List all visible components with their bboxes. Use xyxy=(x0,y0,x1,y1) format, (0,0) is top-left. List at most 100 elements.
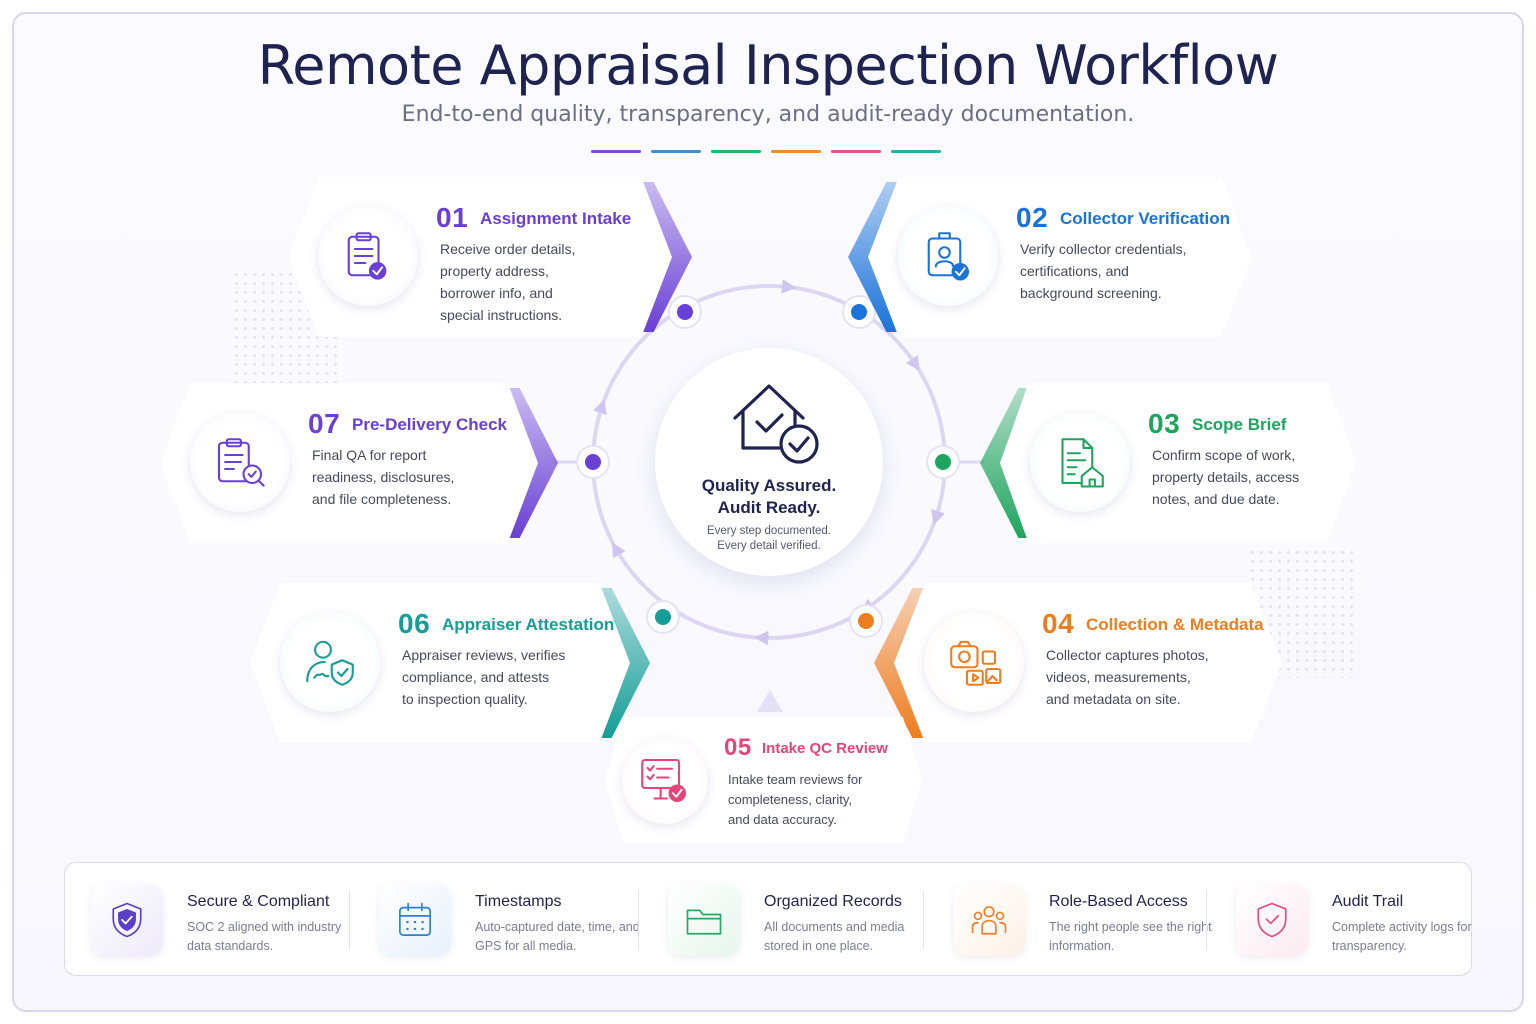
cycle-arrowhead xyxy=(931,509,945,525)
color-dash xyxy=(591,150,641,153)
step-icon-badge xyxy=(280,612,380,712)
step-description-line: and data accuracy. xyxy=(728,812,837,827)
center-summary: Quality Assured. Audit Ready. Every step… xyxy=(655,348,883,576)
feature-icon-tile xyxy=(1236,884,1308,956)
step-description-line: borrower info, and xyxy=(440,285,553,301)
people-icon xyxy=(971,906,1007,935)
feature-title: Timestamps xyxy=(475,893,562,910)
step-description-line: Final QA for report xyxy=(312,447,427,463)
shield-audit-icon xyxy=(1257,902,1287,938)
step-icon-badge xyxy=(318,206,418,306)
step-description-line: to inspection quality. xyxy=(402,691,528,707)
step-number: 06 xyxy=(398,608,431,639)
feature-icon-tile xyxy=(91,884,163,956)
feature-divider xyxy=(1206,891,1207,949)
step-description-line: completeness, clarity, xyxy=(728,792,853,807)
feature-divider xyxy=(349,891,350,949)
cycle-node-03 xyxy=(926,445,960,479)
document-house-icon xyxy=(1061,438,1104,488)
feature-title: Organized Records xyxy=(764,893,902,910)
step-icon-badge xyxy=(1030,412,1130,512)
step-description-line: and file completeness. xyxy=(312,491,452,507)
cycle-node-07 xyxy=(576,445,610,479)
shield-check-icon xyxy=(112,902,142,938)
feature-description: Auto-captured date, time, and GPS for al… xyxy=(475,920,640,953)
monitor-checklist-icon xyxy=(641,758,686,802)
step-description-line: Receive order details, xyxy=(440,241,576,257)
step-icon-badge xyxy=(622,738,708,824)
step-description: Confirm scope of work, property details, … xyxy=(1152,444,1299,510)
feature-description: SOC 2 aligned with industry data standar… xyxy=(187,920,342,953)
step-title: Assignment Intake xyxy=(480,209,632,228)
cycle-arrowhead xyxy=(781,279,797,294)
calendar-icon xyxy=(399,902,431,936)
step-number: 04 xyxy=(1042,608,1075,639)
feature-description: Complete activity logs for transparency. xyxy=(1332,920,1472,953)
step-description-line: certifications, and xyxy=(1020,263,1129,279)
step-description-line: background screening. xyxy=(1020,285,1162,301)
step-number: 07 xyxy=(308,408,341,439)
person-shield-icon xyxy=(306,640,354,686)
camera-media-icon xyxy=(950,640,1002,686)
house-check-icon xyxy=(733,384,819,464)
step-description-line: special instructions. xyxy=(440,307,563,323)
feature-description: The right people see the right informati… xyxy=(1049,920,1212,953)
step-title: Scope Brief xyxy=(1192,415,1287,434)
step-description-line: property details, access xyxy=(1152,469,1300,485)
page-subtitle: End-to-end quality, transparency, and au… xyxy=(401,102,1135,127)
feature-divider xyxy=(638,891,639,949)
step-description: Collector captures photos,videos, measur… xyxy=(1046,644,1209,710)
step-description-line: Verify collector credentials, xyxy=(1020,241,1187,257)
step-icon-badge xyxy=(924,612,1024,712)
color-dash xyxy=(651,150,701,153)
step-description: Verify collector credentials, certificati… xyxy=(1020,238,1187,304)
step-title: Pre-Delivery Check xyxy=(352,415,507,434)
step-title: Intake QC Review xyxy=(762,740,888,757)
feature-divider xyxy=(923,891,924,949)
step-icon-badge xyxy=(898,206,998,306)
cycle-node-01 xyxy=(668,295,702,329)
folder-icon xyxy=(686,909,722,935)
step-description: Appraiser reviews, verifies compliance, a… xyxy=(402,644,565,710)
step-number: 03 xyxy=(1148,408,1181,439)
step-description-line: compliance, and attests xyxy=(402,669,550,685)
page-title: Remote Appraisal Inspection Workflow xyxy=(257,34,1279,97)
cycle-node-04 xyxy=(849,604,883,638)
step-number: 01 xyxy=(436,202,469,233)
step-description-line: videos, measurements, xyxy=(1046,669,1191,685)
cycle-node-02 xyxy=(842,295,876,329)
step-description-line: Confirm scope of work, xyxy=(1152,447,1296,463)
center-headline-1: Quality Assured. xyxy=(701,476,837,495)
color-dash xyxy=(891,150,941,153)
feature-icon-tile xyxy=(379,884,451,956)
step-title: Collector Verification xyxy=(1060,209,1231,228)
step-title: Appraiser Attestation xyxy=(442,615,615,634)
center-subtext-1: Every step documented. xyxy=(706,525,831,537)
color-dash xyxy=(771,150,821,153)
feature-icon-tile xyxy=(953,884,1025,956)
color-dash-divider xyxy=(591,150,941,153)
step-description: Receive order details,property address,b… xyxy=(440,238,575,326)
color-dash xyxy=(831,150,881,153)
id-badge-check-icon xyxy=(927,232,969,281)
step-description-line: Appraiser reviews, verifies xyxy=(402,647,566,663)
color-dash xyxy=(711,150,761,153)
step-icon-badge xyxy=(190,412,290,512)
cycle-node-06 xyxy=(646,600,680,634)
step-number: 02 xyxy=(1016,202,1049,233)
clipboard-check-icon xyxy=(347,232,387,280)
feature-icon-tile xyxy=(668,884,740,956)
center-headline-2: Audit Ready. xyxy=(717,498,821,517)
